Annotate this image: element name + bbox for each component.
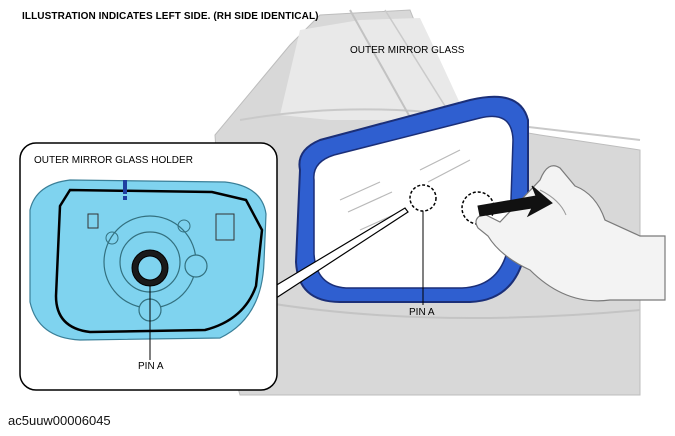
outer-mirror-assembly: [294, 95, 529, 305]
label-pin-a-detail: PIN A: [138, 361, 164, 372]
label-outer-mirror-glass-holder: OUTER MIRROR GLASS HOLDER: [34, 155, 193, 166]
arrow-icon: [477, 185, 553, 218]
detail-inset: [19, 142, 278, 391]
page-header: ILLUSTRATION INDICATES LEFT SIDE. (RH SI…: [22, 11, 319, 22]
label-outer-mirror-glass: OUTER MIRROR GLASS: [350, 45, 465, 56]
label-pin-a-main: PIN A: [409, 307, 435, 318]
pin-a-detail-marker: [137, 255, 163, 281]
figure-id: ac5uuw00006045: [8, 413, 111, 428]
